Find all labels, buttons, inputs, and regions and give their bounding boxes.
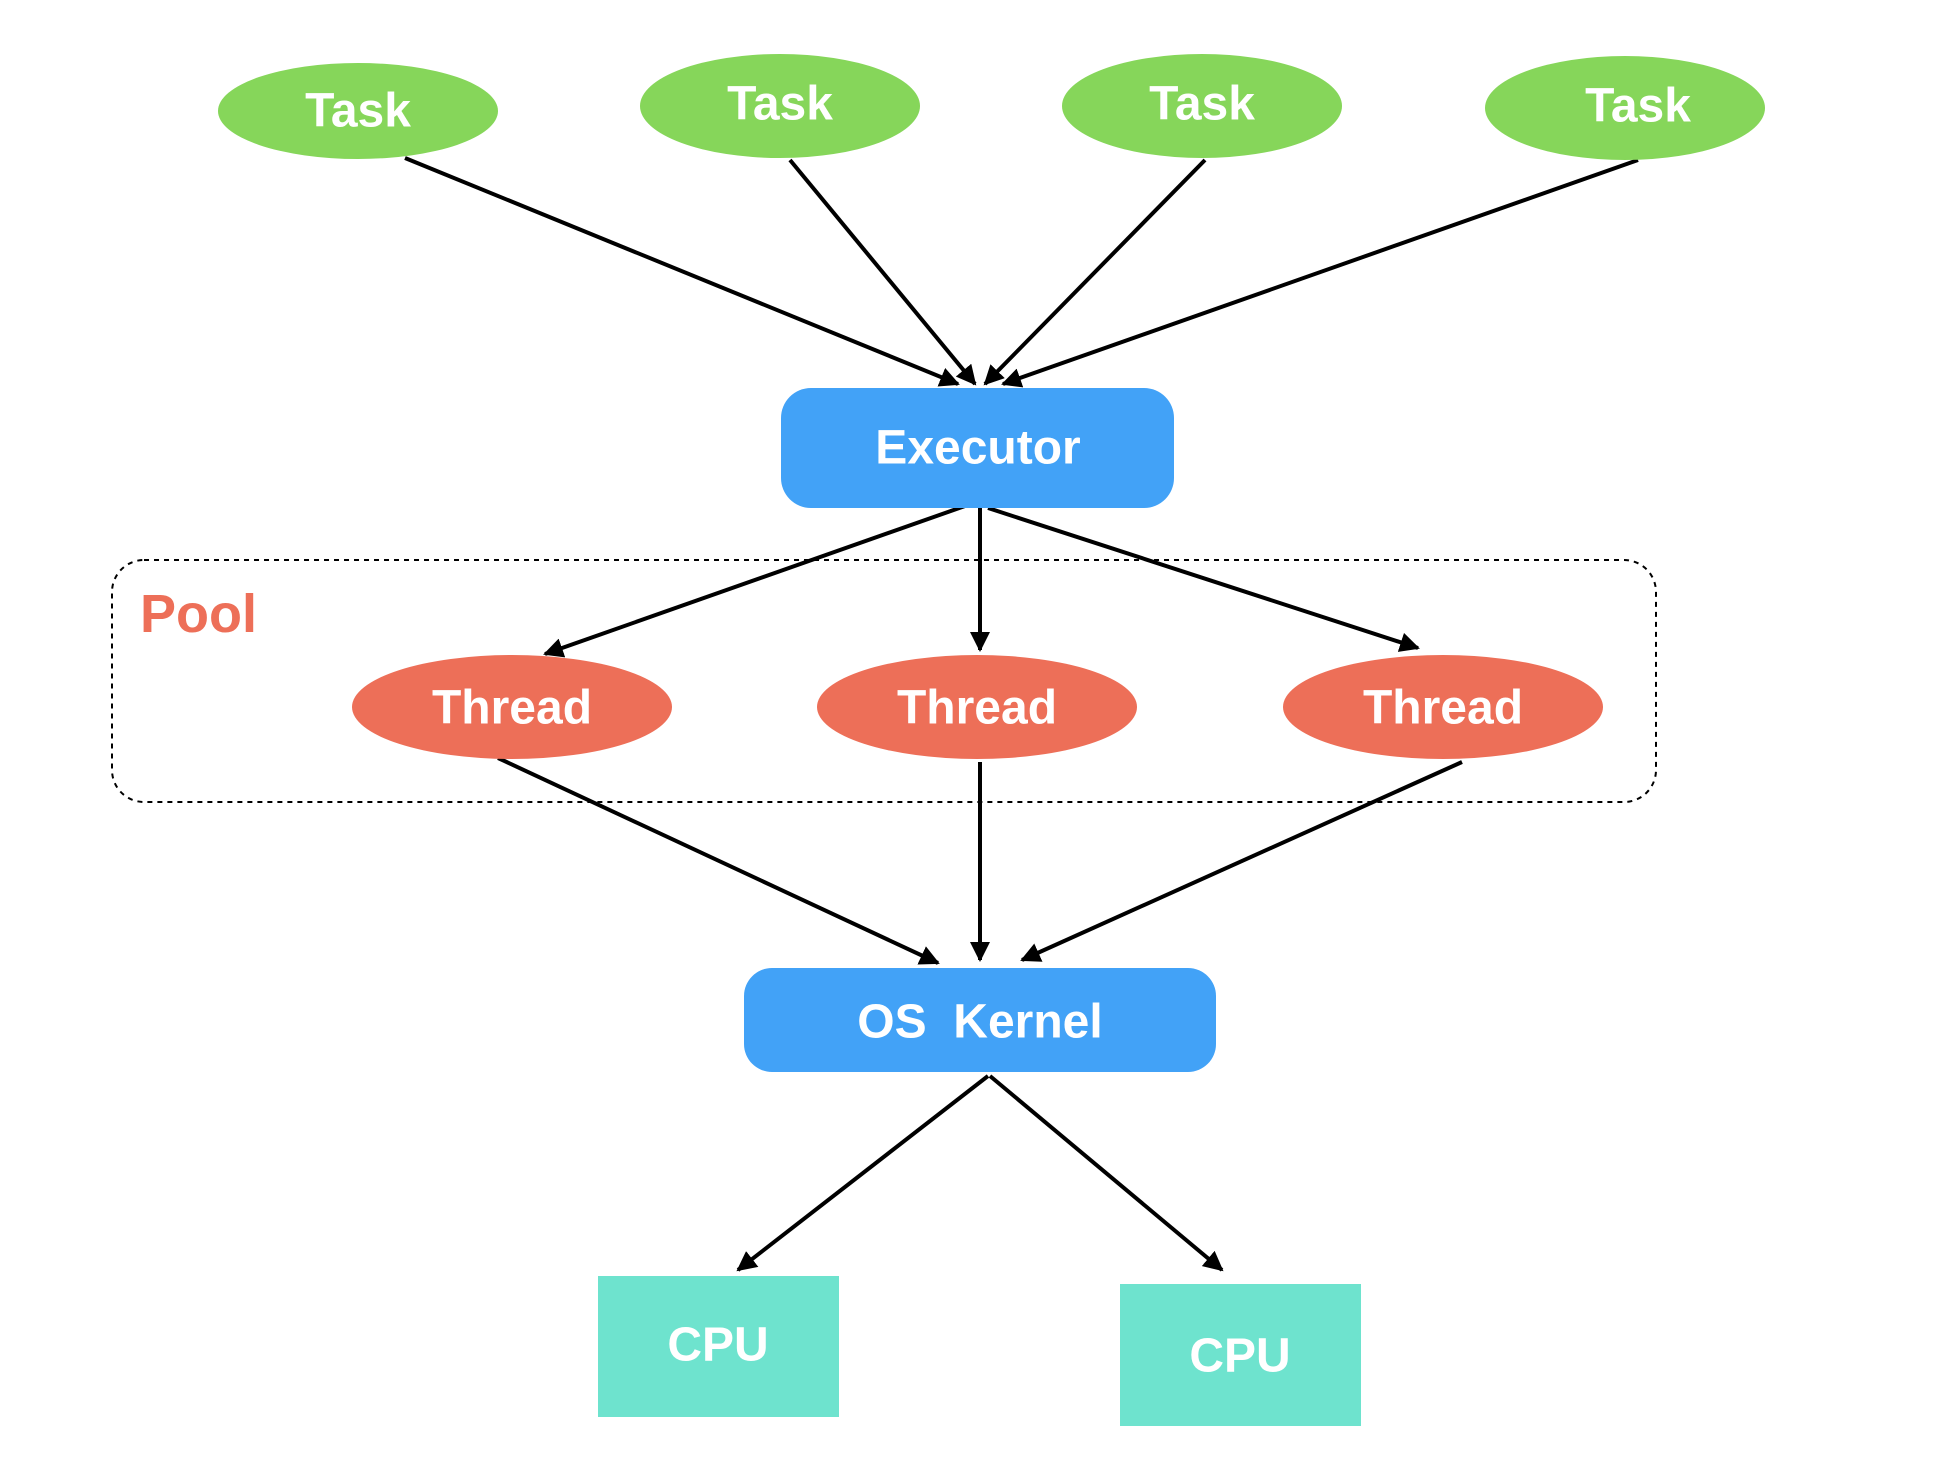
kernel-to-cpu-edges: [736, 1074, 1224, 1272]
executor-label: Executor: [875, 422, 1080, 475]
thread-node-label: Thread: [897, 682, 1057, 735]
executor-node: Executor: [781, 388, 1174, 508]
cpu-box: [598, 1276, 839, 1417]
task-node: Task: [1485, 56, 1765, 160]
task-node-label: Task: [305, 85, 411, 138]
edge-thread-3-kernel: [1020, 760, 1463, 962]
thread-nodes: Thread Thread Thread: [352, 655, 1603, 759]
edge-executor-thread-3: [987, 506, 1420, 652]
edge-task-1-executor: [404, 156, 960, 387]
kernel-box: [744, 968, 1216, 1072]
task-node-label: Task: [1149, 78, 1255, 131]
kernel-label: OS Kernel: [857, 996, 1102, 1049]
thread-node: Thread: [817, 655, 1137, 759]
task-to-executor-edges: [404, 156, 1639, 388]
pool-container: [111, 559, 1657, 803]
edge-kernel-cpu-1: [736, 1074, 990, 1272]
thread-node-shape: [817, 655, 1137, 759]
edge-task-3-executor: [983, 158, 1207, 386]
thread-to-kernel-edges: [497, 756, 1463, 965]
cpu-nodes: CPU CPU: [598, 1276, 1361, 1426]
executor-to-thread-edges: [543, 504, 1420, 658]
cpu-label: CPU: [667, 1319, 768, 1372]
pool-label: Pool: [140, 584, 257, 644]
cpu-node: CPU: [598, 1276, 839, 1417]
task-node: Task: [1062, 54, 1342, 158]
task-node-label: Task: [1585, 80, 1691, 133]
task-node-shape: [640, 54, 920, 158]
edge-thread-1-kernel: [497, 756, 940, 965]
edge-kernel-cpu-2: [988, 1074, 1224, 1272]
edge-task-4-executor: [1001, 158, 1639, 388]
thread-node: Thread: [1283, 655, 1603, 759]
task-node-shape: [218, 63, 498, 159]
thread-node-label: Thread: [1363, 682, 1523, 735]
task-node-shape: [1062, 54, 1342, 158]
kernel-node: OS Kernel: [744, 968, 1216, 1072]
cpu-label: CPU: [1189, 1330, 1290, 1383]
task-nodes: Task Task Task Task: [218, 54, 1765, 160]
thread-node-label: Thread: [432, 682, 592, 735]
edge-task-2-executor: [788, 158, 977, 386]
task-node-shape: [1485, 56, 1765, 160]
cpu-node: CPU: [1120, 1284, 1361, 1426]
thread-node: Thread: [352, 655, 672, 759]
task-node: Task: [640, 54, 920, 158]
thread-node-shape: [1283, 655, 1603, 759]
task-node: Task: [218, 63, 498, 159]
task-node-label: Task: [727, 78, 833, 131]
edge-executor-thread-1: [543, 504, 966, 658]
cpu-box: [1120, 1284, 1361, 1426]
executor-box: [781, 388, 1174, 508]
thread-node-shape: [352, 655, 672, 759]
